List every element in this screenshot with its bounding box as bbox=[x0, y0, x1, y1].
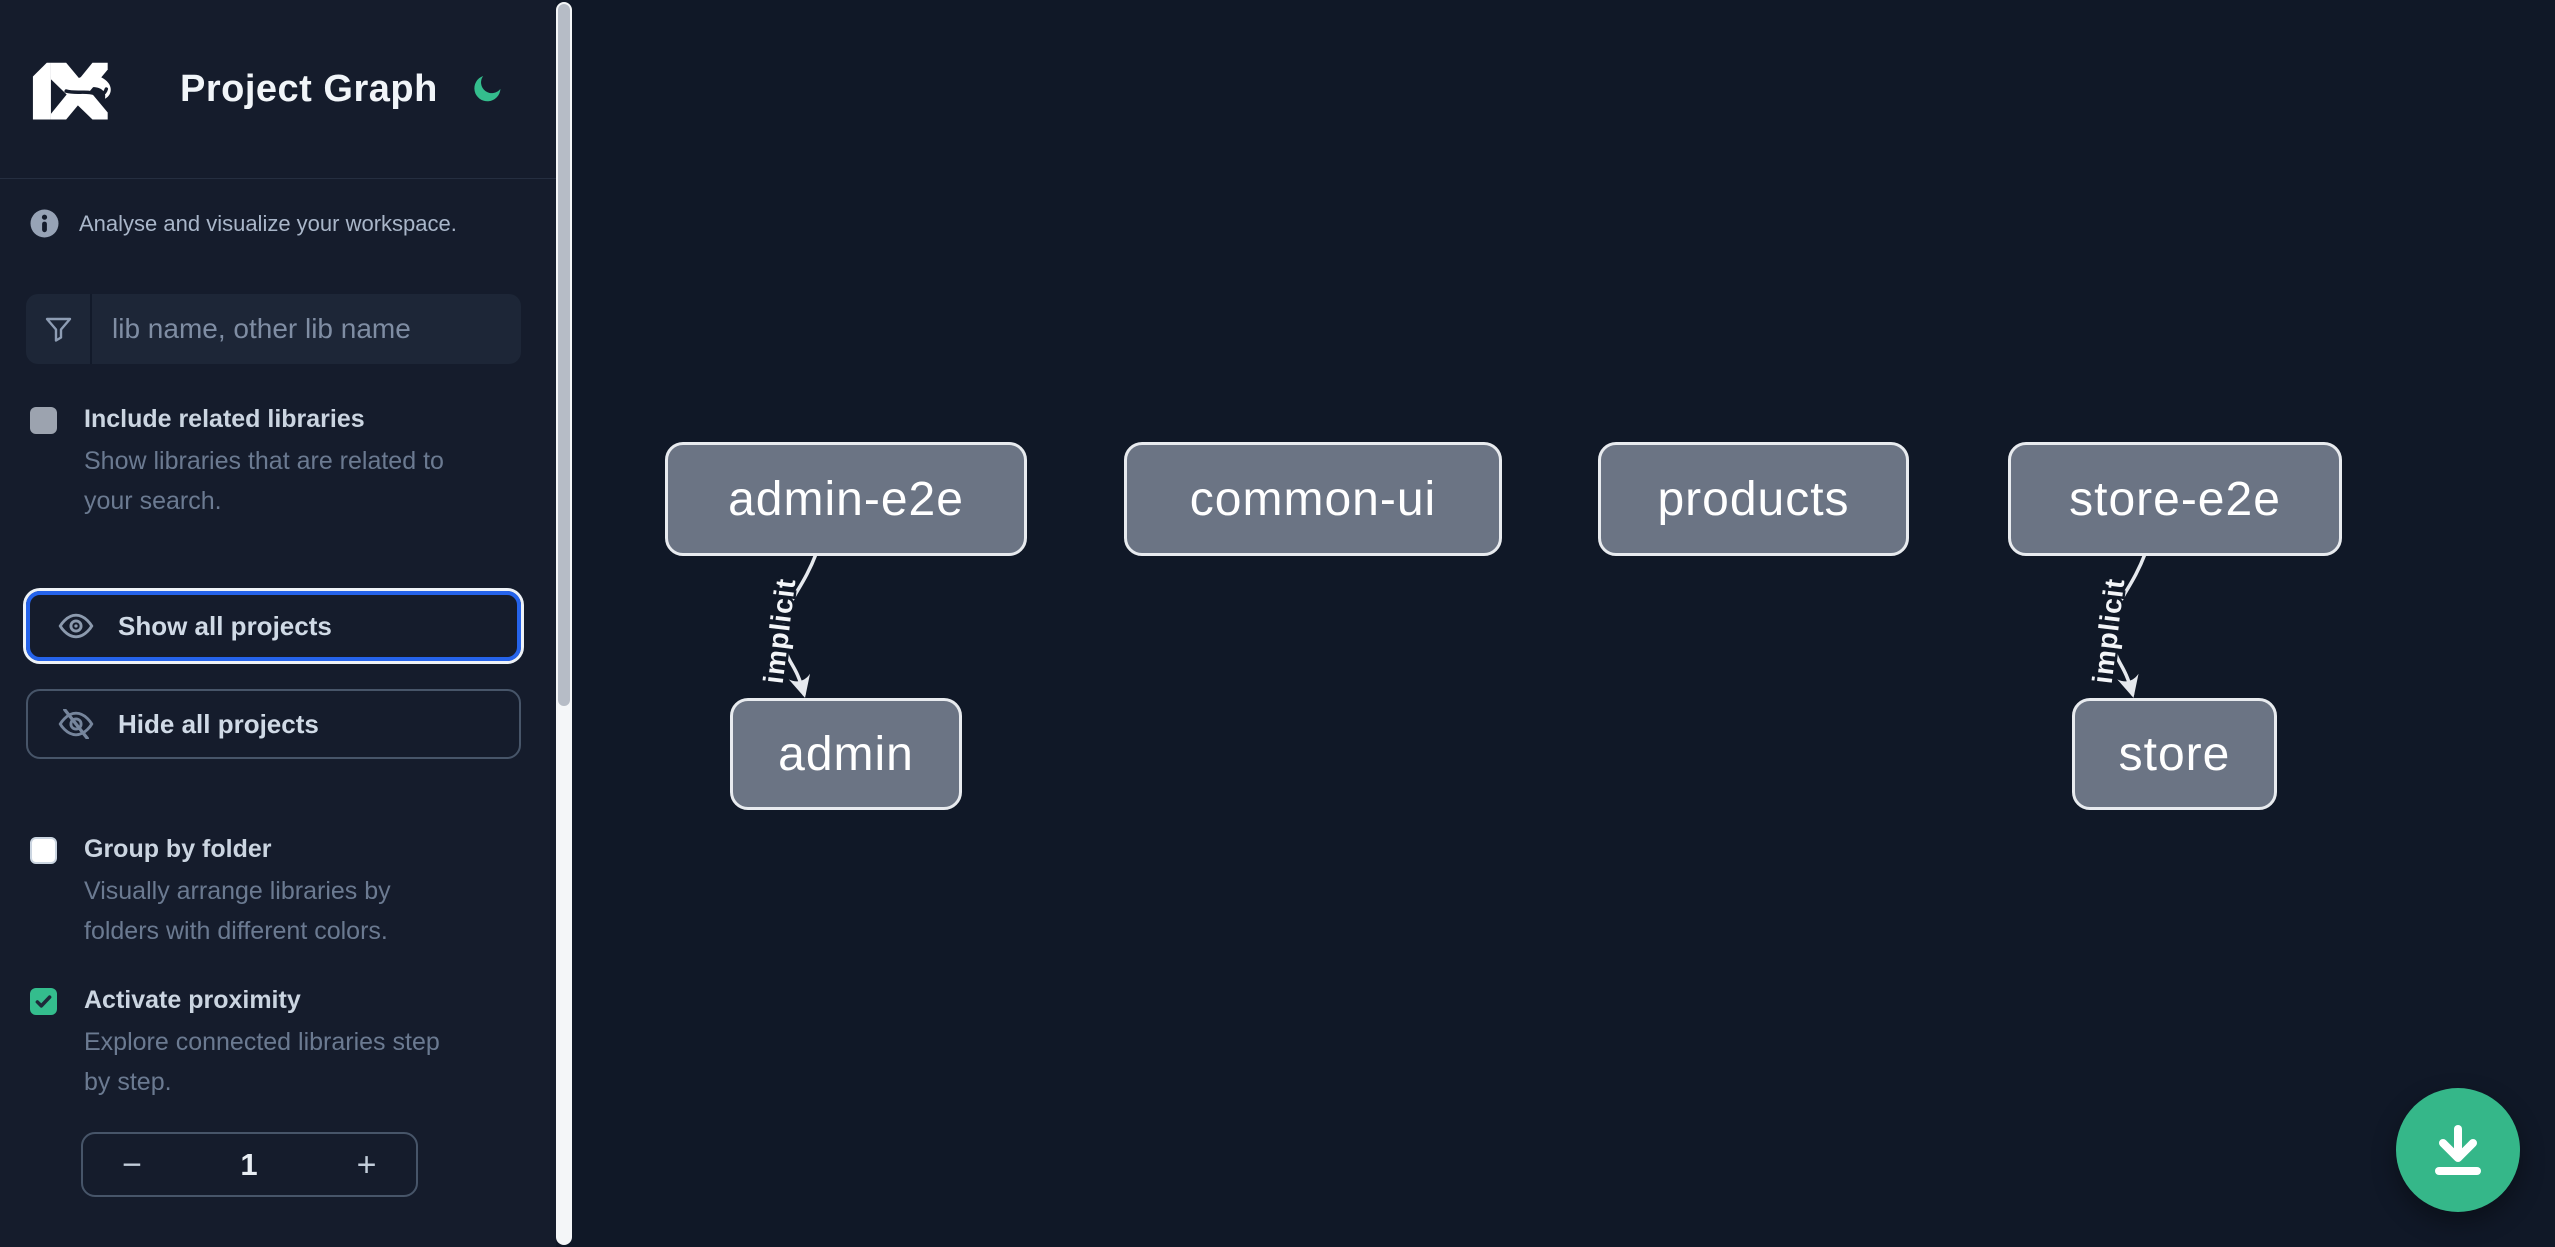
moon-icon bbox=[474, 75, 501, 102]
include-related-checkbox[interactable] bbox=[30, 407, 57, 434]
edge-label-admin-e2e-admin: implicit bbox=[758, 576, 802, 685]
activate-proximity-label[interactable]: Activate proximity bbox=[84, 986, 301, 1014]
group-by-folder-description: Visually arrange libraries by folders wi… bbox=[84, 877, 391, 945]
eye-off-icon bbox=[58, 709, 94, 739]
option-include-related-libraries: Include related libraries Show libraries… bbox=[30, 404, 530, 521]
filter-box bbox=[26, 294, 521, 364]
graph-node-store-e2e[interactable]: store-e2e bbox=[2008, 442, 2342, 556]
page-title: Project Graph bbox=[180, 67, 438, 110]
group-by-folder-checkbox[interactable] bbox=[30, 837, 57, 864]
checkmark-icon bbox=[35, 995, 52, 1008]
eye-icon bbox=[58, 613, 94, 639]
graph-edge-admin-e2e-admin bbox=[781, 552, 818, 698]
sidebar-scrollbar-thumb[interactable] bbox=[558, 4, 570, 706]
hide-all-projects-button[interactable]: Hide all projects bbox=[26, 689, 521, 759]
graph-node-admin[interactable]: admin bbox=[730, 698, 962, 810]
decrement-button[interactable]: − bbox=[83, 1134, 181, 1195]
show-all-projects-button[interactable]: Show all projects bbox=[26, 591, 521, 661]
download-image-button[interactable] bbox=[2396, 1088, 2520, 1212]
hide-all-projects-label: Hide all projects bbox=[118, 708, 319, 739]
increment-button[interactable]: + bbox=[317, 1134, 416, 1195]
nx-logo bbox=[32, 62, 111, 120]
info-icon bbox=[30, 209, 59, 238]
graph-node-store[interactable]: store bbox=[2072, 698, 2277, 810]
show-all-projects-label: Show all projects bbox=[118, 610, 332, 641]
workspace-tagline: Analyse and visualize your workspace. bbox=[30, 209, 530, 238]
edge-label-store-e2e-store: implicit bbox=[2087, 576, 2131, 685]
include-related-description: Show libraries that are related to your … bbox=[84, 447, 444, 515]
theme-toggle-button[interactable] bbox=[470, 71, 504, 107]
graph-node-admin-e2e[interactable]: admin-e2e bbox=[665, 442, 1027, 556]
graph-node-common-ui[interactable]: common-ui bbox=[1124, 442, 1502, 556]
sidebar-scrollbar-track[interactable] bbox=[556, 2, 572, 1245]
funnel-icon bbox=[26, 294, 92, 364]
option-group-by-folder: Group by folder Visually arrange librari… bbox=[30, 834, 530, 951]
filter-input[interactable] bbox=[92, 294, 521, 364]
activate-proximity-checkbox[interactable] bbox=[30, 988, 57, 1015]
include-related-label[interactable]: Include related libraries bbox=[84, 405, 365, 433]
graph-node-products[interactable]: products bbox=[1598, 442, 1909, 556]
tagline-text: Analyse and visualize your workspace. bbox=[79, 210, 457, 236]
graph-edge-store-e2e-store bbox=[2110, 552, 2147, 698]
option-activate-proximity: Activate proximity Explore connected lib… bbox=[30, 985, 530, 1102]
proximity-depth-value: 1 bbox=[240, 1146, 258, 1182]
sidebar-header: Project Graph bbox=[0, 0, 556, 179]
download-icon bbox=[2435, 1125, 2481, 1175]
group-by-folder-label[interactable]: Group by folder bbox=[84, 835, 272, 863]
sidebar: Project Graph Analyse and visualize your… bbox=[0, 0, 556, 1247]
activate-proximity-description: Explore connected libraries step by step… bbox=[84, 1028, 440, 1096]
proximity-depth-stepper: − 1 + bbox=[81, 1132, 418, 1197]
